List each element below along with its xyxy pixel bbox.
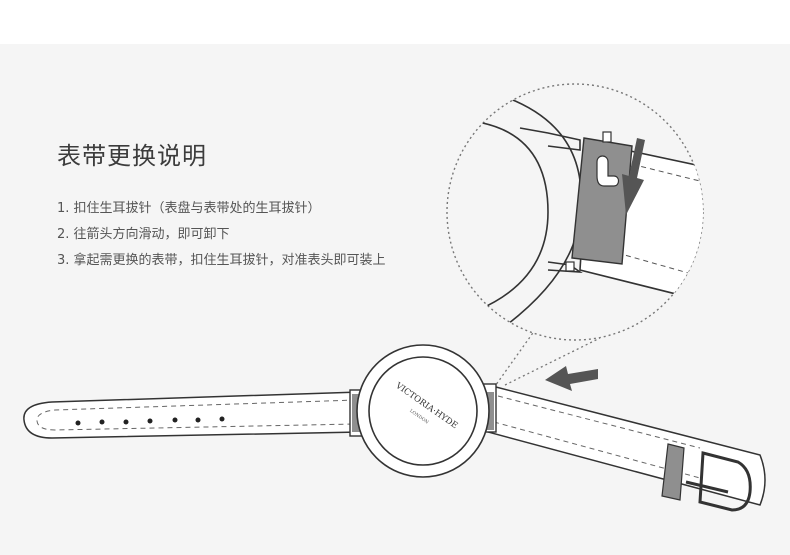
right-strap: [487, 385, 766, 512]
watch-case: VICTORIA·HYDE LONDON: [349, 344, 497, 478]
spring-bar-icon: [571, 137, 633, 265]
zoom-detail: [446, 83, 704, 341]
buckle: [698, 451, 752, 512]
zoom-connector-left: [487, 329, 536, 397]
page-title: 表带更换说明: [57, 142, 207, 170]
arrow-down-icon: [622, 138, 645, 215]
left-strap: [23, 391, 361, 439]
instruction-list: 1. 扣住生耳拔针（表盘与表带处的生耳拔针） 2. 往箭头方向滑动，即可卸下 3…: [57, 196, 386, 274]
strap-keeper: [661, 443, 685, 501]
instruction-step: 3. 拿起需更换的表带，扣住生耳拔针，对准表头即可装上: [57, 253, 386, 268]
instruction-step: 2. 往箭头方向滑动，即可卸下: [57, 227, 230, 242]
arrow-left-icon: [545, 366, 598, 391]
strap-holes: [75, 416, 225, 426]
instruction-step: 1. 扣住生耳拔针（表盘与表带处的生耳拔针）: [57, 201, 321, 216]
